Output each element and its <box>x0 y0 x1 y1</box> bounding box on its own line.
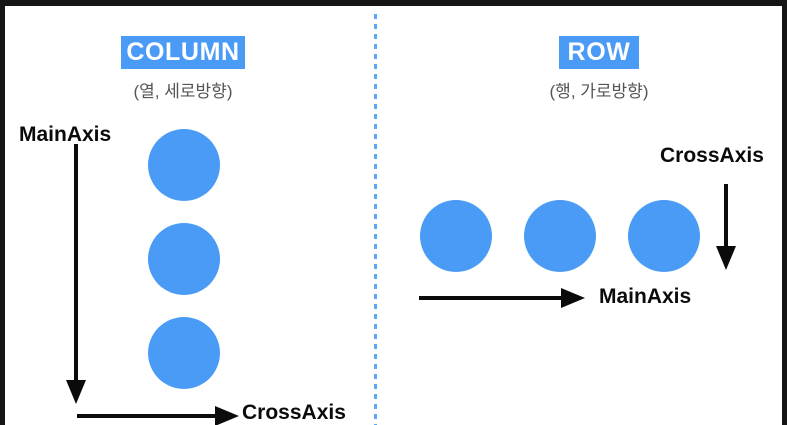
column-badge: COLUMN <box>121 36 245 69</box>
column-cross-axis-arrow-right-icon <box>75 402 241 425</box>
column-item-circle-1 <box>148 129 220 201</box>
column-cross-axis-label: CrossAxis <box>242 401 346 424</box>
column-main-axis-label: MainAxis <box>19 123 112 146</box>
column-main-axis-arrow-down-icon <box>59 142 93 411</box>
column-subtitle: (열, 세로방향) <box>133 82 233 101</box>
column-item-circle-3 <box>148 317 220 389</box>
row-item-circle-3 <box>628 200 700 272</box>
row-badge: ROW <box>559 36 639 69</box>
row-item-circle-1 <box>420 200 492 272</box>
row-subtitle: (행, 가로방향) <box>549 82 649 101</box>
row-cross-axis-label: CrossAxis <box>660 144 764 167</box>
panel-divider <box>374 14 377 425</box>
column-item-circle-2 <box>148 223 220 295</box>
row-main-axis-arrow-right-icon <box>417 284 589 317</box>
row-main-axis-label: MainAxis <box>599 285 692 308</box>
row-item-circle-2 <box>524 200 596 272</box>
row-cross-axis-arrow-down-icon <box>709 182 743 277</box>
